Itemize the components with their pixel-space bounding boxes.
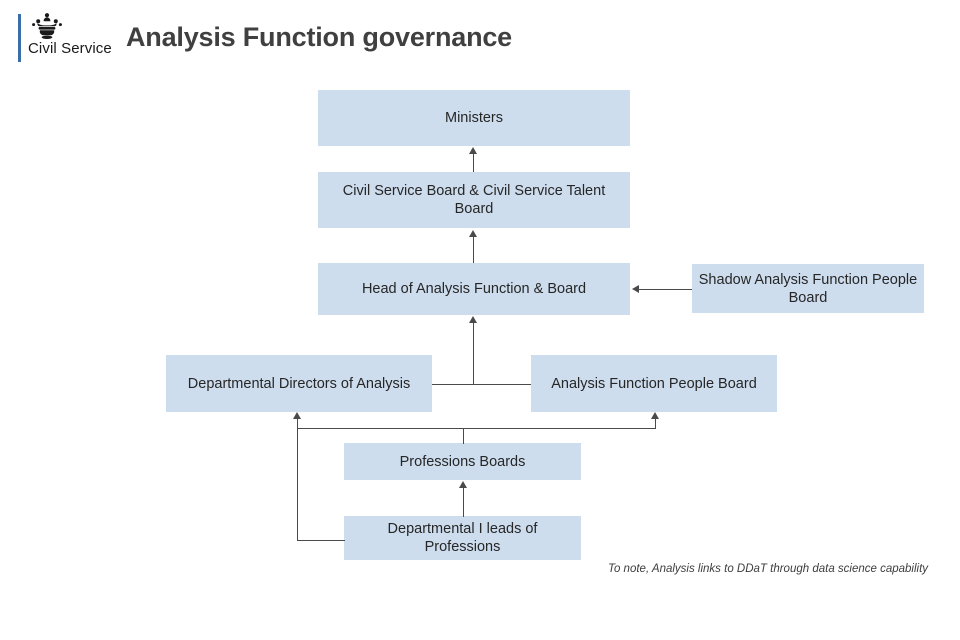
node-departmental-directors-of-analysis-label: Departmental Directors of Analysis	[187, 375, 411, 392]
node-head-of-analysis-function[interactable]: Head of Analysis Function & Board	[318, 263, 630, 315]
arrowhead-shadow-to-head	[632, 285, 639, 293]
arrowhead-deptleads-to-professions	[459, 481, 467, 488]
arrowhead-ddoa-to-head	[469, 316, 477, 323]
connector-ddoa-to-afpb	[432, 384, 531, 385]
footnote-text: To note, Analysis links to DDaT through …	[608, 563, 929, 575]
node-departmental-directors-of-analysis[interactable]: Departmental Directors of Analysis	[166, 355, 432, 412]
connector-ddoa-to-head	[473, 322, 474, 384]
brand-accent-bar	[18, 14, 21, 62]
node-civil-service-board-label: Civil Service Board & Civil Service Tale…	[342, 183, 606, 217]
node-ministers-label: Ministers	[444, 110, 503, 126]
page-title: Analysis Function governance	[126, 22, 512, 52]
connector-deptleads-to-riser	[297, 540, 345, 541]
node-departmental-leads-of-professions[interactable]: Departmental I leads of Professions	[344, 516, 581, 560]
arrowhead-head-to-csb	[469, 230, 477, 237]
connector-bus-to-afpb	[655, 418, 656, 429]
royal-crown-icon	[32, 13, 62, 39]
node-shadow-analysis-function-people-board-label: Shadow Analysis Function People Board	[698, 271, 918, 306]
connector-bus-to-ddoa	[297, 418, 298, 429]
connector-csb-to-ministers	[473, 153, 474, 172]
arrowhead-csb-to-ministers	[469, 147, 477, 154]
arrowhead-bus-to-ddoa	[293, 412, 301, 419]
node-head-of-analysis-function-label: Head of Analysis Function & Board	[361, 281, 587, 297]
brand-name-label: Civil Service	[28, 40, 112, 57]
node-civil-service-board[interactable]: Civil Service Board & Civil Service Tale…	[318, 172, 630, 228]
connector-shadow-to-head	[639, 289, 692, 290]
connector-professions-to-bus	[463, 428, 464, 444]
connector-bus-horizontal	[297, 428, 656, 429]
arrowhead-bus-to-afpb	[651, 412, 659, 419]
civil-service-logo: Civil Service	[18, 12, 118, 64]
node-professions-boards-label: Professions Boards	[399, 453, 526, 470]
connector-deptleads-riser	[297, 428, 298, 541]
node-departmental-leads-of-professions-label: Departmental I leads of Professions	[387, 521, 538, 555]
node-ministers[interactable]: Ministers	[318, 90, 630, 146]
connector-head-to-csb	[473, 236, 474, 263]
node-analysis-function-people-board[interactable]: Analysis Function People Board	[531, 355, 777, 412]
node-analysis-function-people-board-label: Analysis Function People Board	[551, 375, 757, 392]
connector-deptleads-to-professions	[463, 487, 464, 517]
node-shadow-analysis-function-people-board[interactable]: Shadow Analysis Function People Board	[692, 264, 924, 313]
node-professions-boards[interactable]: Professions Boards	[344, 443, 581, 480]
